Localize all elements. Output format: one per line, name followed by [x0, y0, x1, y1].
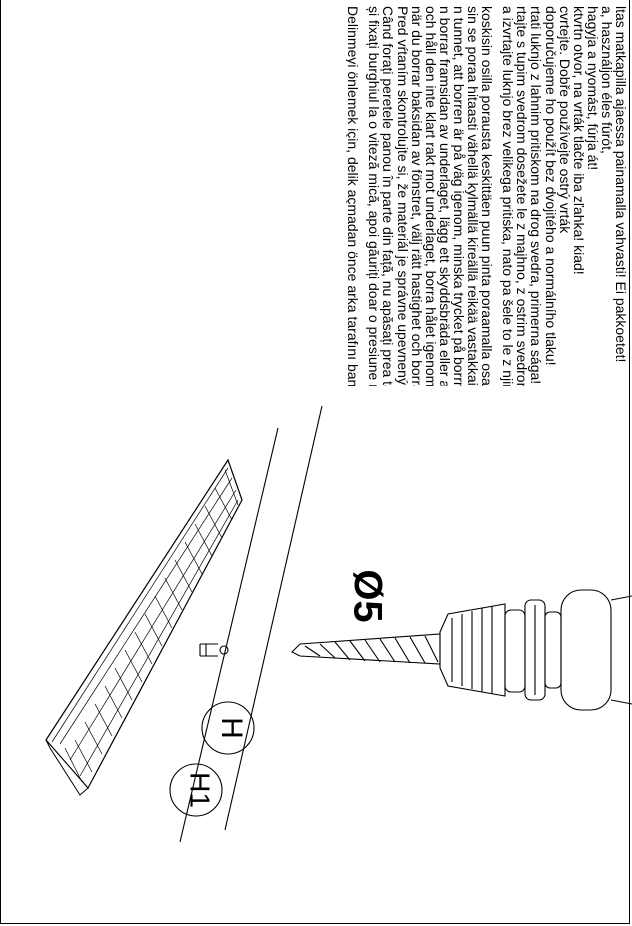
callout-h-circle	[201, 701, 255, 755]
hole-marker-icon	[199, 643, 229, 657]
callout-h1-circle	[169, 763, 223, 817]
diameter-label: Ø5	[345, 569, 389, 622]
board-edge-line	[224, 405, 323, 831]
callout-h-label: H	[215, 717, 248, 739]
board-edge-line	[179, 427, 279, 843]
wood-strip	[45, 458, 243, 796]
callout-h1-label: H1	[185, 772, 216, 808]
drill-bit-icon	[291, 633, 441, 665]
drill-chuck-icon	[439, 589, 632, 711]
